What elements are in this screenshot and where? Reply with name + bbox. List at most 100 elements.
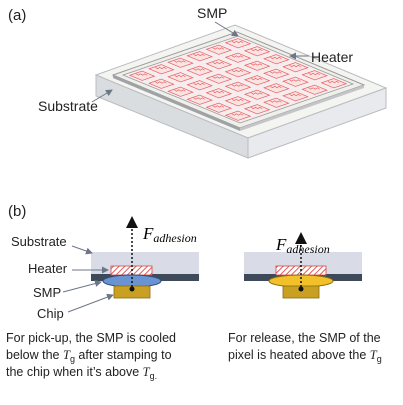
heater-pixel: [224, 110, 252, 121]
heater-pixel: [224, 96, 252, 107]
callout-heater-b: Heater: [28, 261, 68, 276]
force-origin-left: [129, 286, 135, 292]
substrate-bar-right: [244, 252, 362, 274]
heater-trace: [250, 106, 263, 110]
panel-a-label: (a): [8, 7, 26, 24]
heater-pixel: [186, 80, 213, 91]
heater-pixel: [263, 97, 290, 108]
callout-substrate: Substrate: [38, 98, 98, 114]
callout-substrate-b: Substrate: [11, 234, 67, 249]
caption-release: For release, the SMP of the pixel is hea…: [228, 331, 382, 364]
heater-trace: [308, 72, 320, 76]
caption-release-line2: pixel is heated above the Tg: [228, 348, 382, 364]
heater-trace: [327, 80, 340, 84]
heater-pixel: [186, 94, 213, 105]
heater-pixel: [263, 68, 290, 79]
heater-pixel: [205, 102, 233, 113]
callout-smp: SMP: [197, 5, 227, 21]
callout-substrate-b-arrow: [71, 245, 93, 255]
heater-trace: [250, 63, 263, 66]
callout-smp-arrow: [214, 21, 239, 37]
heater-trace: [174, 60, 186, 63]
heater-pixel: [263, 83, 290, 94]
heater-pixel: [148, 64, 175, 75]
heater-pixel: [224, 67, 252, 78]
callout-smp-b: SMP: [33, 285, 61, 300]
heater-trace: [289, 93, 301, 97]
heater-trace: [308, 87, 320, 90]
heater-pixel: [205, 44, 233, 55]
heater-trace: [212, 90, 225, 94]
release-diagram: Fadhesion: [244, 232, 362, 299]
heater-trace: [231, 69, 244, 73]
heater-pixel: [282, 76, 309, 87]
heater-trace: [212, 47, 225, 50]
heater-pixel: [205, 59, 233, 70]
heater-trace: [270, 71, 282, 74]
callout-chip-b-arrow: [67, 293, 114, 313]
substrate-right-face: [247, 87, 387, 159]
adhesion-force-label-left: Fadhesion: [142, 224, 197, 245]
heater-trace: [231, 84, 244, 87]
heater-pixel: [167, 72, 194, 83]
panel-a: (a) SMP Heater Substrate: [8, 5, 388, 159]
heater-trace: [135, 73, 148, 76]
heater-trace: [193, 53, 205, 57]
heater-pixel: [224, 81, 252, 92]
heater-pixel: [282, 91, 309, 102]
callout-heater: Heater: [311, 49, 353, 65]
heater-pixel: [282, 62, 309, 73]
heater-pixel: [320, 78, 348, 89]
caption-pickup-line3: the chip when it’s above Tg.: [6, 365, 157, 381]
heater-pixel: [128, 70, 156, 81]
pickup-diagram: Fadhesion Substrate Heater SMP Chip: [11, 216, 199, 321]
caption-release-line1: For release, the SMP of the: [228, 331, 381, 345]
heater-pixel: [243, 46, 271, 57]
heater-trace: [193, 82, 205, 86]
heater-trace: [155, 81, 167, 84]
heater-trace: [155, 66, 167, 70]
heater-trace: [250, 48, 263, 52]
heater-trace: [174, 89, 186, 92]
heater-pixel: [243, 60, 271, 71]
heater-trace: [174, 74, 186, 78]
heater-pixel: [243, 104, 271, 115]
smp-layer-edge-right: [240, 85, 364, 131]
heater-trace: [212, 61, 225, 65]
caption-pickup: For pick-up, the SMP is cooled below the…: [6, 331, 176, 381]
heater-pixel: [186, 51, 213, 62]
smp-layer-edge: [113, 75, 240, 131]
heater-pixel: [205, 73, 233, 84]
heater-trace: [231, 98, 244, 102]
heater-trace: [193, 68, 205, 71]
callout-chip-b: Chip: [37, 306, 64, 321]
heater-pixel: [167, 86, 194, 97]
heater-trace: [231, 55, 244, 58]
heater-pixel: [301, 70, 328, 81]
callout-substrate-arrow: [91, 89, 113, 103]
heater-pixel: [148, 78, 175, 89]
heater-pixel: [224, 38, 252, 49]
heater-trace: [250, 92, 263, 95]
heater-trace: [231, 113, 244, 116]
force-origin-right: [298, 286, 304, 292]
heater-trace: [193, 97, 205, 100]
panel-b: (b) Fadhesion Substrate Heater SMP Chip: [6, 203, 382, 381]
heater-pixel: [186, 65, 213, 76]
heater-trace: [231, 40, 244, 44]
heater-trace: [212, 76, 225, 79]
heater-pixel: [263, 54, 290, 65]
heater-trace: [270, 100, 282, 103]
heater-pixel: [167, 57, 194, 68]
heater-trace: [270, 85, 282, 89]
callout-smp-b-arrow: [62, 280, 102, 293]
panel-b-label: (b): [8, 203, 26, 220]
heater-pixel: [301, 84, 328, 95]
heater-trace: [212, 105, 225, 108]
heater-trace: [289, 79, 301, 82]
heater-pixel: [205, 88, 233, 99]
heater-pixel: [243, 75, 271, 86]
caption-pickup-line1: For pick-up, the SMP is cooled: [6, 331, 176, 345]
heater-trace: [250, 77, 263, 81]
